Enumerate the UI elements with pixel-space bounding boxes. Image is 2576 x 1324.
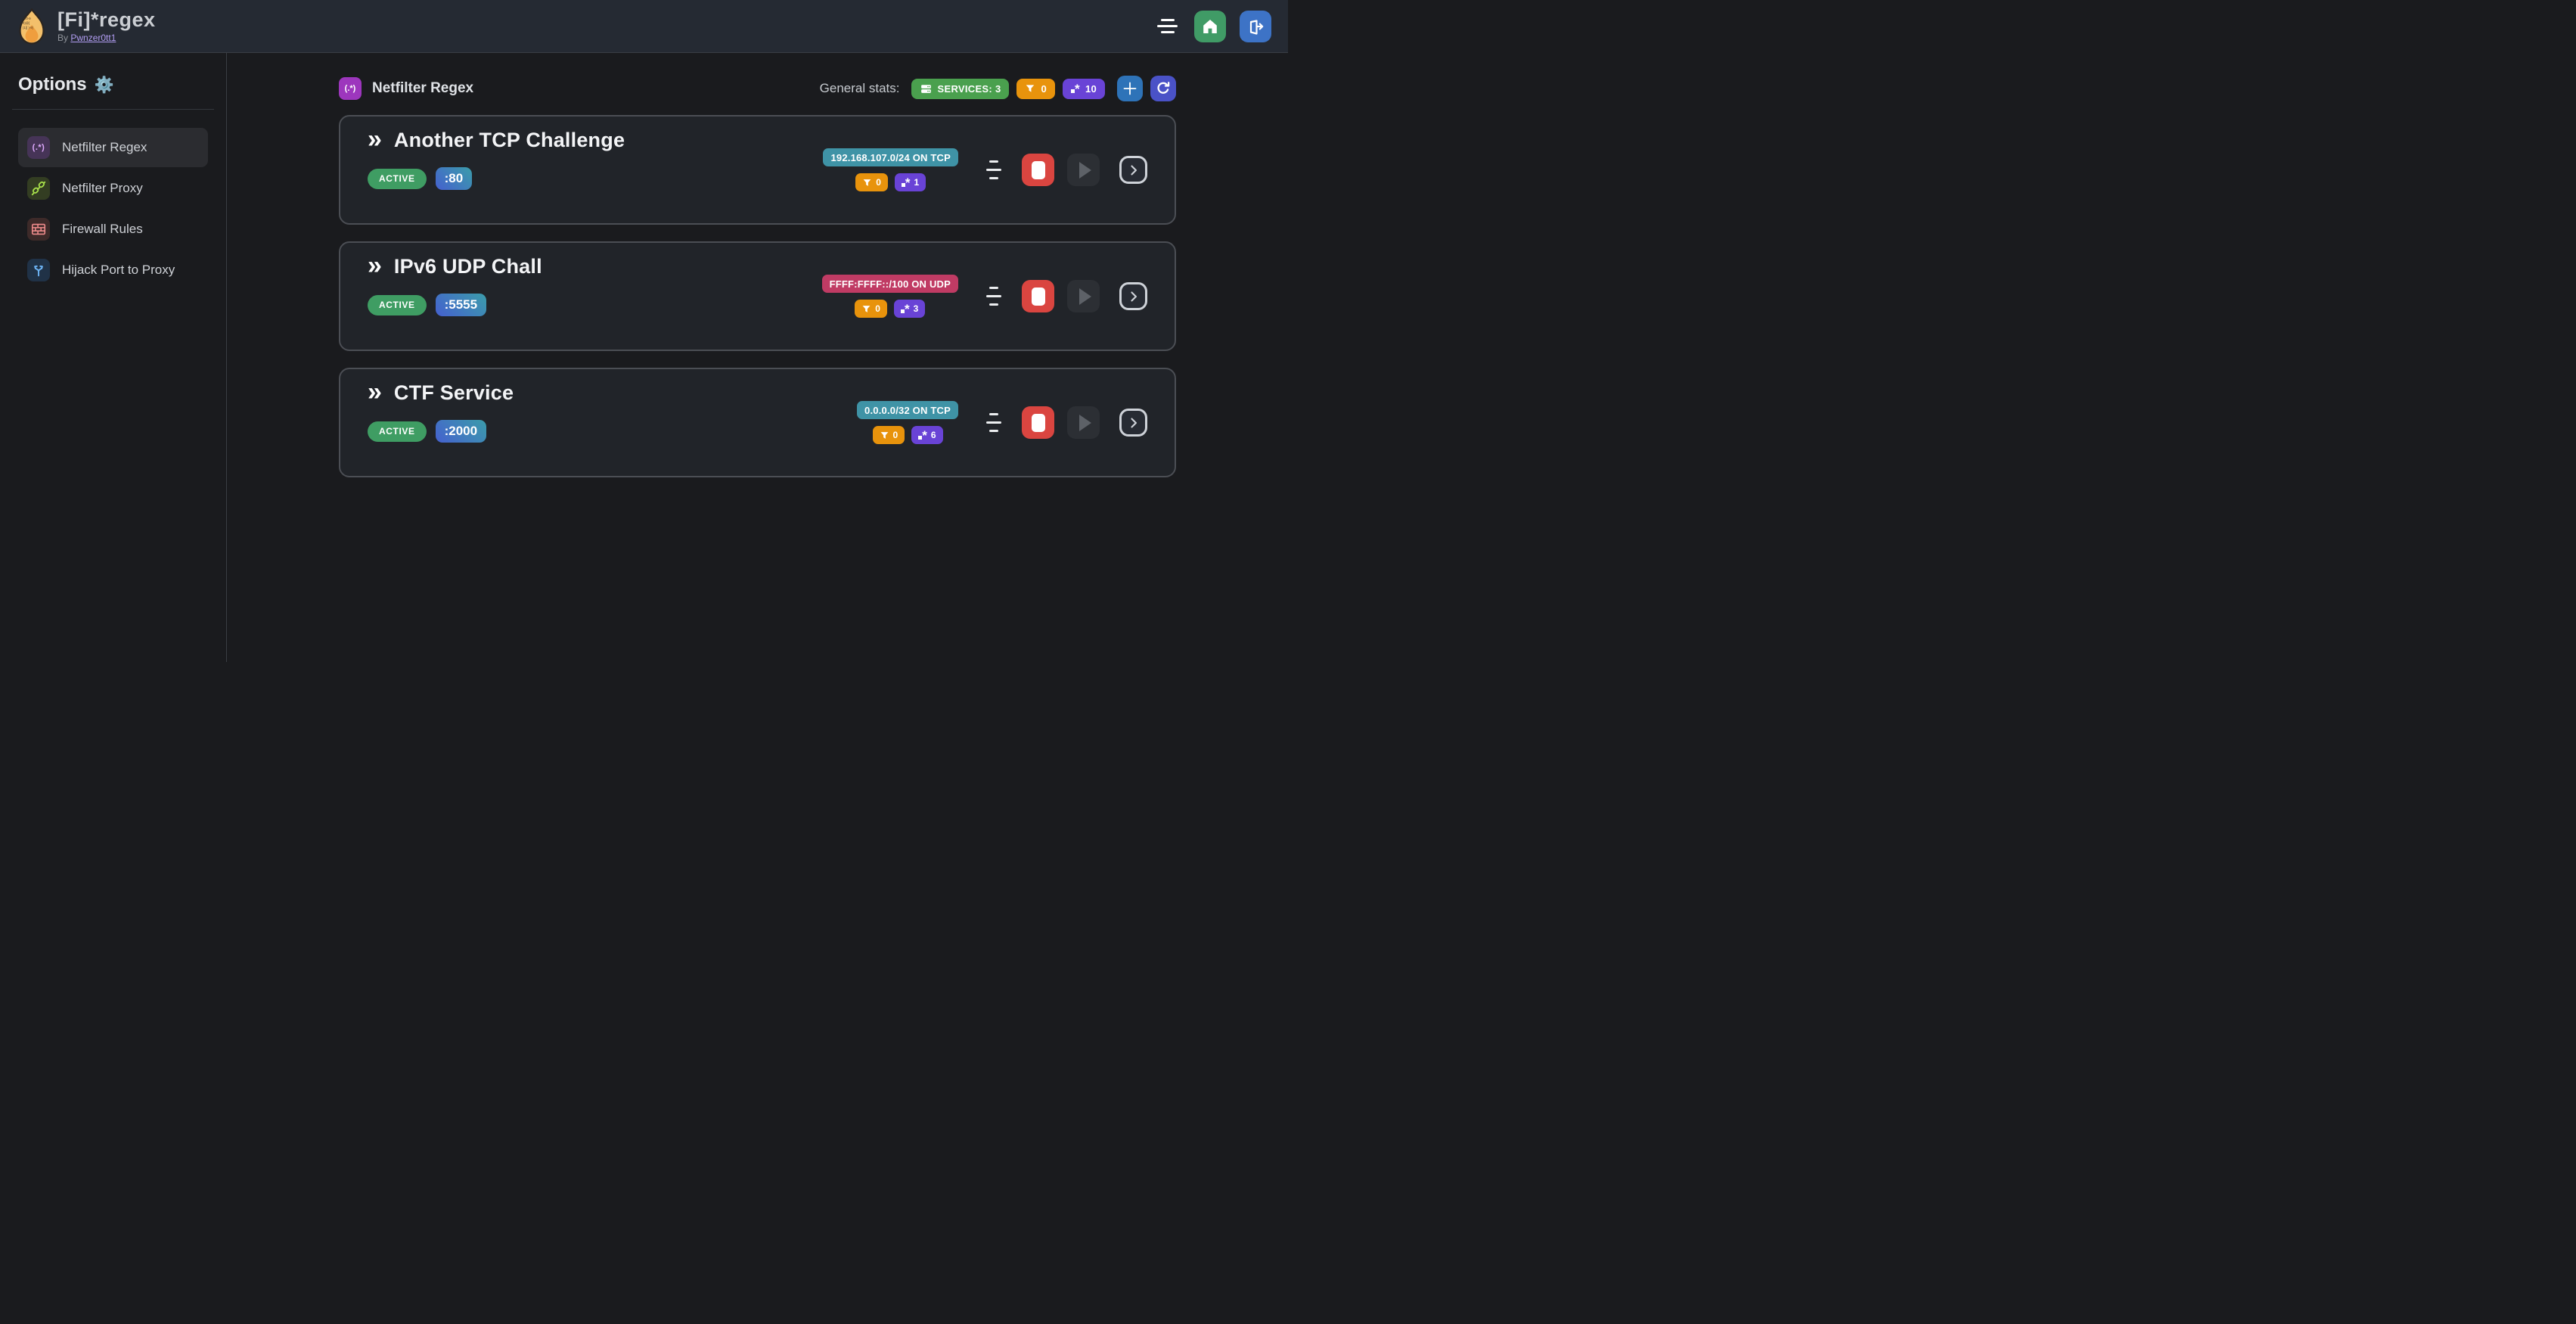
brick-wall-icon	[27, 218, 50, 241]
filtered-mini-badge: 0	[855, 300, 887, 318]
logout-button[interactable]	[1240, 10, 1271, 42]
section-title: Netfilter Regex	[372, 80, 474, 96]
start-service-button[interactable]	[1067, 154, 1100, 186]
regex-mini-badge: * 1	[894, 173, 926, 191]
split-arrows-icon	[27, 259, 50, 281]
stop-service-button[interactable]	[1022, 154, 1054, 186]
service-name: Another TCP Challenge	[393, 129, 625, 151]
status-badge: ACTIVE	[368, 421, 427, 442]
service-card: » Another TCP Challenge ACTIVE :80 192.1…	[339, 115, 1176, 225]
double-chevron-icon: »	[368, 124, 382, 154]
author-link[interactable]: Pwnzer0tt1	[70, 33, 116, 44]
target-cidr-badge: 0.0.0.0/32 ON TCP	[857, 401, 958, 419]
sidebar-item-hijack-port-to-proxy[interactable]: Hijack Port to Proxy	[18, 250, 208, 290]
status-badge: ACTIVE	[368, 168, 427, 189]
filter-funnel-icon	[1026, 85, 1035, 92]
play-icon	[1079, 414, 1091, 431]
filter-funnel-icon	[880, 431, 888, 439]
stop-service-button[interactable]	[1022, 280, 1054, 312]
service-menu-icon[interactable]	[984, 158, 1004, 182]
sidebar-item-firewall-rules[interactable]: Firewall Rules	[18, 210, 208, 249]
play-icon	[1079, 287, 1091, 305]
stop-service-button[interactable]	[1022, 406, 1054, 439]
regex-count-badge: * 10	[1063, 78, 1105, 99]
sidebar-divider	[12, 109, 214, 110]
firegex-app: -z0-9 0}@[ {1}[ )-9] [Fi]*regex By Pwnze…	[0, 0, 1288, 662]
play-icon	[1079, 161, 1091, 179]
start-service-button[interactable]	[1067, 406, 1100, 439]
plus-icon	[1123, 82, 1137, 95]
start-service-button[interactable]	[1067, 280, 1100, 312]
open-service-button[interactable]	[1119, 282, 1147, 310]
byline: By Pwnzer0tt1	[57, 33, 116, 44]
top-bar: -z0-9 0}@[ {1}[ )-9] [Fi]*regex By Pwnze…	[0, 0, 1288, 53]
service-card: » CTF Service ACTIVE :2000 0.0.0.0/32 ON…	[339, 368, 1176, 477]
sidebar-item-netfilter-proxy[interactable]: Netfilter Proxy	[18, 169, 208, 208]
svg-text:{1}[ )-9]: {1}[ )-9]	[23, 26, 33, 30]
target-cidr-badge: 192.168.107.0/24 ON TCP	[823, 148, 958, 166]
section-header: (.*) Netfilter Regex General stats: SERV…	[339, 76, 1176, 101]
filter-funnel-icon	[863, 179, 871, 186]
refresh-button[interactable]	[1150, 76, 1176, 101]
logout-icon	[1249, 19, 1264, 35]
svg-text:0}@[: 0}@[	[23, 21, 30, 25]
home-button[interactable]	[1194, 10, 1226, 42]
proxy-plug-icon	[27, 177, 50, 200]
filtered-count-badge: 0	[1016, 78, 1056, 99]
stop-icon	[1031, 287, 1045, 306]
service-name: IPv6 UDP Chall	[393, 255, 542, 278]
sidebar-title: Options ⚙️	[18, 74, 114, 95]
server-icon	[920, 84, 931, 93]
regex-dot-star-icon: *	[1071, 82, 1080, 95]
sidebar-item-netfilter-regex[interactable]: (.*) Netfilter Regex	[18, 128, 208, 167]
regex-mini-badge: * 3	[893, 300, 926, 318]
stop-icon	[1031, 160, 1045, 179]
stats-label: General stats:	[819, 81, 900, 95]
status-badge: ACTIVE	[368, 294, 427, 315]
regex-icon: (.*)	[27, 136, 50, 159]
filter-funnel-icon	[862, 305, 871, 312]
app-title: [Fi]*regex	[57, 8, 156, 31]
brand: [Fi]*regex By Pwnzer0tt1	[57, 8, 156, 44]
open-service-button[interactable]	[1119, 156, 1147, 184]
regex-dot-star-icon: *	[901, 176, 911, 189]
filtered-mini-badge: 0	[855, 173, 888, 191]
regex-section-icon: (.*)	[339, 77, 362, 100]
chevron-right-icon	[1130, 418, 1137, 427]
chevron-right-icon	[1130, 165, 1137, 175]
sidebar: Options ⚙️ (.*) Netfilter Regex	[0, 53, 227, 662]
regex-dot-star-icon: *	[900, 303, 910, 315]
target-cidr-badge: FFFF:FFFF::/100 ON UDP	[821, 275, 958, 293]
regex-dot-star-icon: *	[918, 429, 927, 442]
services-count-badge: SERVICES: 3	[911, 78, 1010, 99]
add-service-button[interactable]	[1117, 76, 1143, 101]
regex-mini-badge: * 6	[911, 426, 943, 444]
logo-texture-text: -z0-9	[23, 17, 31, 20]
general-stats: General stats: SERVICES: 3	[820, 76, 1176, 101]
flame-logo-icon: -z0-9 0}@[ {1}[ )-9]	[19, 8, 45, 45]
menu-burger-icon[interactable]	[1154, 16, 1181, 36]
main-area: (.*) Netfilter Regex General stats: SERV…	[227, 53, 1288, 662]
service-menu-icon[interactable]	[984, 284, 1004, 308]
chevron-right-icon	[1130, 291, 1137, 301]
filtered-mini-badge: 0	[872, 426, 905, 444]
port-badge: :5555	[435, 294, 487, 316]
service-name: CTF Service	[393, 381, 514, 404]
service-menu-icon[interactable]	[984, 411, 1004, 434]
double-chevron-icon: »	[368, 250, 382, 280]
stop-icon	[1031, 413, 1045, 432]
sidebar-nav: (.*) Netfilter Regex Netfilt	[18, 128, 208, 290]
refresh-icon	[1157, 82, 1170, 94]
service-list: » Another TCP Challenge ACTIVE :80 192.1…	[339, 115, 1176, 477]
service-card: » IPv6 UDP Chall ACTIVE :5555 FFFF:FFFF:…	[339, 241, 1176, 351]
open-service-button[interactable]	[1119, 409, 1147, 437]
top-bar-actions	[1154, 10, 1271, 42]
home-icon	[1203, 19, 1217, 33]
port-badge: :80	[435, 167, 473, 190]
gear-icon: ⚙️	[94, 76, 114, 94]
port-badge: :2000	[435, 420, 487, 443]
double-chevron-icon: »	[368, 377, 382, 406]
